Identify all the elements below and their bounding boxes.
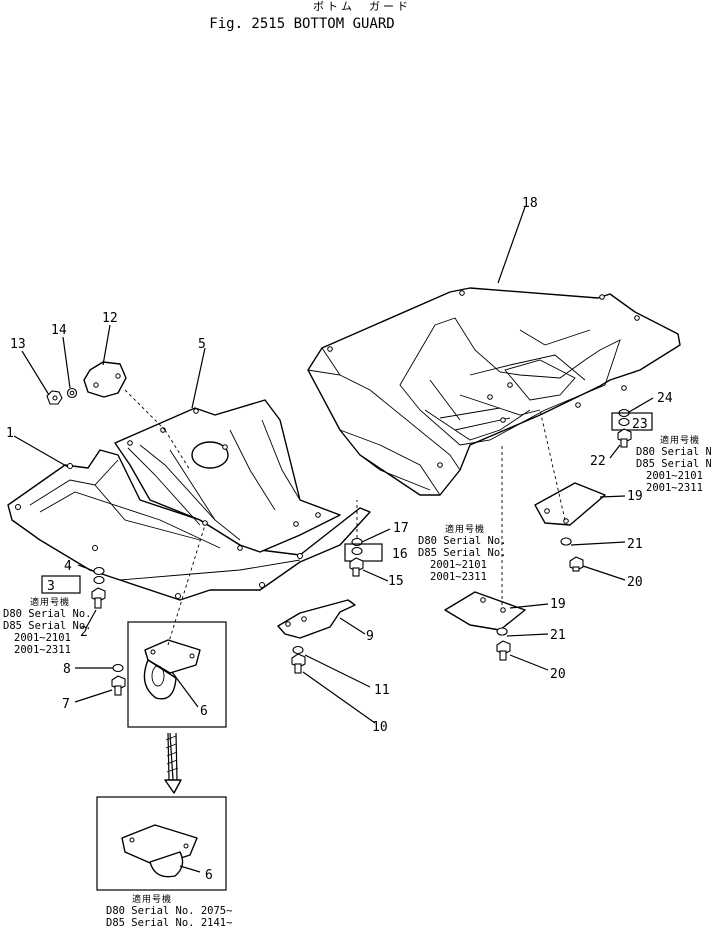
serial-note-center-line4: 2001~2311 <box>430 571 487 583</box>
callout-13: 13 <box>10 337 26 352</box>
part-22-bolt <box>617 428 632 448</box>
serial-note-left: 適用号機 D80 Serial No. D85 Serial No. 2001~… <box>3 596 92 656</box>
callout-1: 1 <box>6 426 14 441</box>
serial-note-left-line1: D80 Serial No. <box>3 608 92 620</box>
part-15-bolt <box>349 500 364 577</box>
part-11-washer <box>292 645 304 655</box>
callout-10: 10 <box>372 720 388 735</box>
callout-16: 16 <box>392 547 408 562</box>
callout-20-upper: 20 <box>627 575 643 590</box>
detail-box-part-6-upper <box>127 524 227 728</box>
serial-note-left-jp: 適用号機 <box>30 596 70 608</box>
callout-9: 9 <box>366 629 374 644</box>
callout-2: 2 <box>80 625 88 640</box>
callout-11: 11 <box>374 683 390 698</box>
serial-note-bottom-line2: D85 Serial No. 2141~ <box>106 917 232 928</box>
serial-note-left-line3: 2001~2101 <box>14 632 71 644</box>
figure-title: ボトム ガード Fig. 2515 BOTTOM GUARD <box>209 0 411 32</box>
callout-19-lower: 19 <box>550 597 566 612</box>
serial-note-center-jp: 適用号機 <box>445 523 485 535</box>
callout-14: 14 <box>51 323 67 338</box>
callout-6-upper: 6 <box>200 704 208 719</box>
serial-note-right: 適用号機 D80 Serial No. D85 Serial No. 2001~… <box>636 434 711 494</box>
serial-note-right-line2: D85 Serial No. <box>636 458 711 470</box>
serial-note-right-jp: 適用号機 <box>660 434 700 446</box>
part-14-washer <box>66 387 78 399</box>
callout-6-lower: 6 <box>205 868 213 883</box>
part-1-front-guard <box>7 449 371 601</box>
callout-15: 15 <box>388 574 404 589</box>
callout-numbers: 1 2 3 4 5 6 6 7 8 9 10 11 12 13 14 15 16… <box>6 196 673 883</box>
serial-note-bottom-line1: D80 Serial No. 2075~ <box>106 905 232 917</box>
part-9-bracket-plate <box>277 599 356 639</box>
serial-note-left-line2: D85 Serial No. <box>3 620 92 632</box>
callout-17: 17 <box>393 521 409 536</box>
part-21-washer-upper <box>560 537 572 546</box>
callout-20-lower: 20 <box>550 667 566 682</box>
serial-note-center-line3: 2001~2101 <box>430 559 487 571</box>
part-21-washer-lower <box>496 627 508 636</box>
callout-22: 22 <box>590 454 606 469</box>
callout-19-upper: 19 <box>627 489 643 504</box>
serial-note-right-line4: 2001~2311 <box>646 482 703 494</box>
callout-8: 8 <box>63 662 71 677</box>
serial-note-center: 適用号機 D80 Serial No. D85 Serial No. 2001~… <box>418 523 507 583</box>
part-10-bolt <box>291 653 306 674</box>
part-8-washer <box>112 663 124 673</box>
part-2-bolt <box>91 587 106 609</box>
callout-7: 7 <box>62 697 70 712</box>
title-japanese: ボトム ガード <box>313 0 411 13</box>
part-16-washer <box>344 543 383 562</box>
serial-note-left-line4: 2001~2311 <box>14 644 71 656</box>
callout-18: 18 <box>522 196 538 211</box>
serial-note-bottom: 適用号機 D80 Serial No. 2075~ D85 Serial No.… <box>106 893 232 928</box>
part-19-plate-lower <box>444 445 526 631</box>
part-19-plate-upper <box>534 409 606 526</box>
callout-21-upper: 21 <box>627 537 643 552</box>
part-23-washer <box>611 412 653 431</box>
callout-12: 12 <box>102 311 118 326</box>
leader-lines <box>13 206 654 873</box>
part-20-bolt-lower <box>496 640 511 661</box>
part-13-bolt <box>46 390 63 405</box>
part-18-rear-guard <box>307 287 681 496</box>
part-12-cover-plate <box>83 361 166 431</box>
part-5-center-guard <box>114 399 341 553</box>
callout-21-lower: 21 <box>550 628 566 643</box>
callout-3: 3 <box>47 579 55 594</box>
callout-5: 5 <box>198 337 206 352</box>
title-english: Fig. 2515 BOTTOM GUARD <box>209 16 394 32</box>
callout-23: 23 <box>632 417 648 432</box>
serial-note-center-line1: D80 Serial No. <box>418 535 507 547</box>
callout-4: 4 <box>64 559 72 574</box>
serial-note-right-line3: 2001~2101 <box>646 470 703 482</box>
transition-arrow <box>164 732 182 794</box>
detail-box-part-6-lower <box>96 796 227 891</box>
serial-note-bottom-jp: 適用号機 <box>132 893 172 905</box>
part-3-washer <box>41 575 105 594</box>
serial-note-center-line2: D85 Serial No. <box>418 547 507 559</box>
callout-24: 24 <box>657 391 673 406</box>
part-20-bolt-upper <box>569 556 584 572</box>
part-4-washer <box>93 566 105 576</box>
part-7-bolt <box>111 675 126 696</box>
serial-note-right-line1: D80 Serial No. <box>636 446 711 458</box>
